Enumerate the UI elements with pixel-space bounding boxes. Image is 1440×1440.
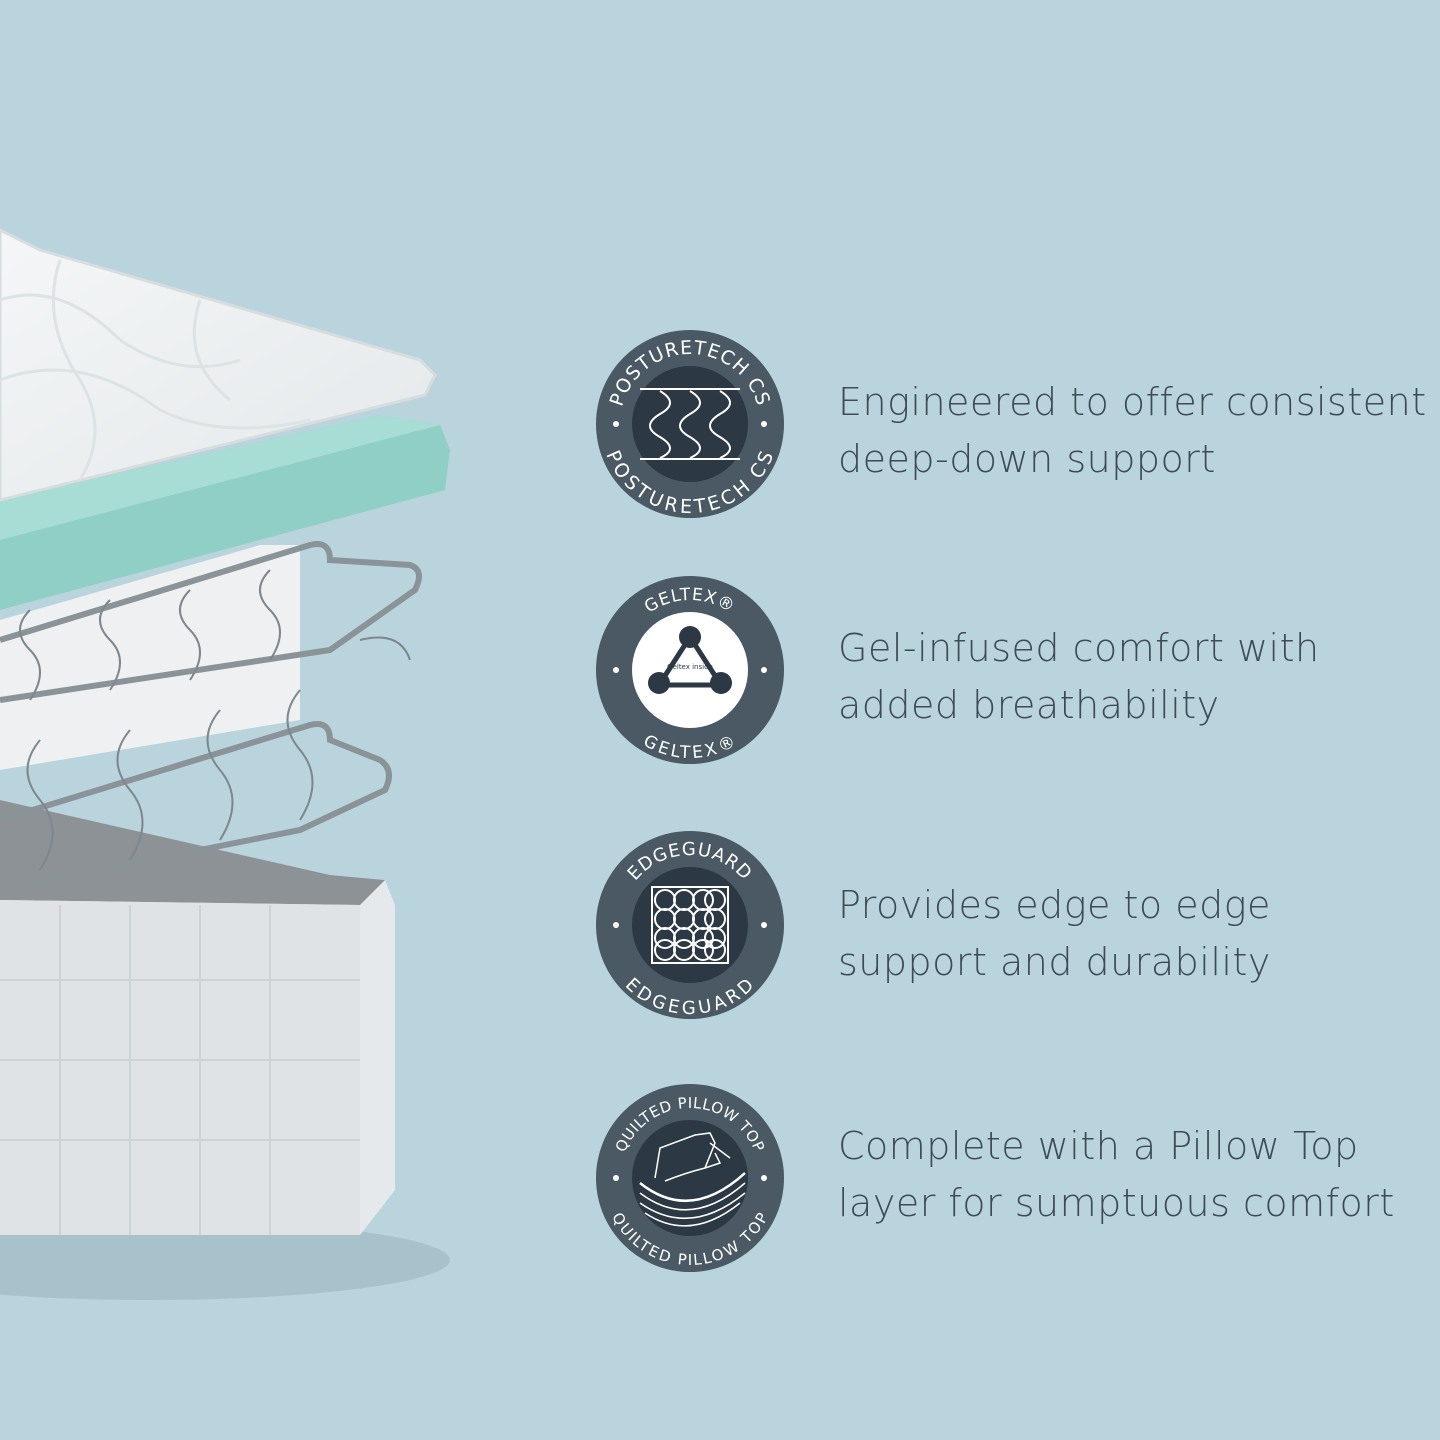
- feature-description-2: Gel-infused comfort with added breathabi…: [838, 620, 1428, 734]
- geltex-triangle-icon: Geltex inside: [648, 626, 732, 694]
- geltex-inside-label: Geltex inside: [667, 663, 713, 671]
- feature-description-1: Engineered to offer consistent deep-down…: [838, 374, 1428, 488]
- feature-description-3: Provides edge to edge support and durabi…: [838, 877, 1428, 991]
- quilted-pillow-top-badge: QUILTED PILLOW TOP QUILTED PILLOW TOP: [596, 1084, 784, 1272]
- edgeguard-badge: EDGEGUARD EDGEGUARD: [596, 831, 784, 1019]
- posturetech-badge: POSTURETECH CS POSTURETECH CS: [596, 330, 784, 518]
- feature-line: Provides edge to edge: [838, 883, 1271, 927]
- feature-line: Engineered to offer consistent: [838, 380, 1427, 424]
- mattress-base: [0, 800, 395, 1235]
- spring-unit: [0, 541, 422, 893]
- feature-line: added breathability: [838, 683, 1220, 727]
- feature-line: Gel-infused comfort with: [838, 626, 1320, 670]
- mattress-layers-illustration: [0, 228, 450, 1300]
- coil-grid-icon: [651, 886, 729, 964]
- pillow-top-layer: [0, 228, 437, 502]
- shadow: [0, 1220, 450, 1300]
- spring-coil-icon: [640, 388, 740, 460]
- feature-line: layer for sumptuous comfort: [838, 1181, 1395, 1225]
- feature-line: Complete with a Pillow Top: [838, 1124, 1359, 1168]
- feature-description-4: Complete with a Pillow Top layer for sum…: [838, 1118, 1428, 1232]
- pillow-top-icon: [639, 1132, 746, 1227]
- gel-foam-layer: [0, 415, 450, 610]
- feature-line: support and durability: [838, 940, 1271, 984]
- geltex-badge: GELTEX® GELTEX® Geltex inside: [596, 576, 784, 764]
- feature-line: deep-down support: [838, 437, 1216, 481]
